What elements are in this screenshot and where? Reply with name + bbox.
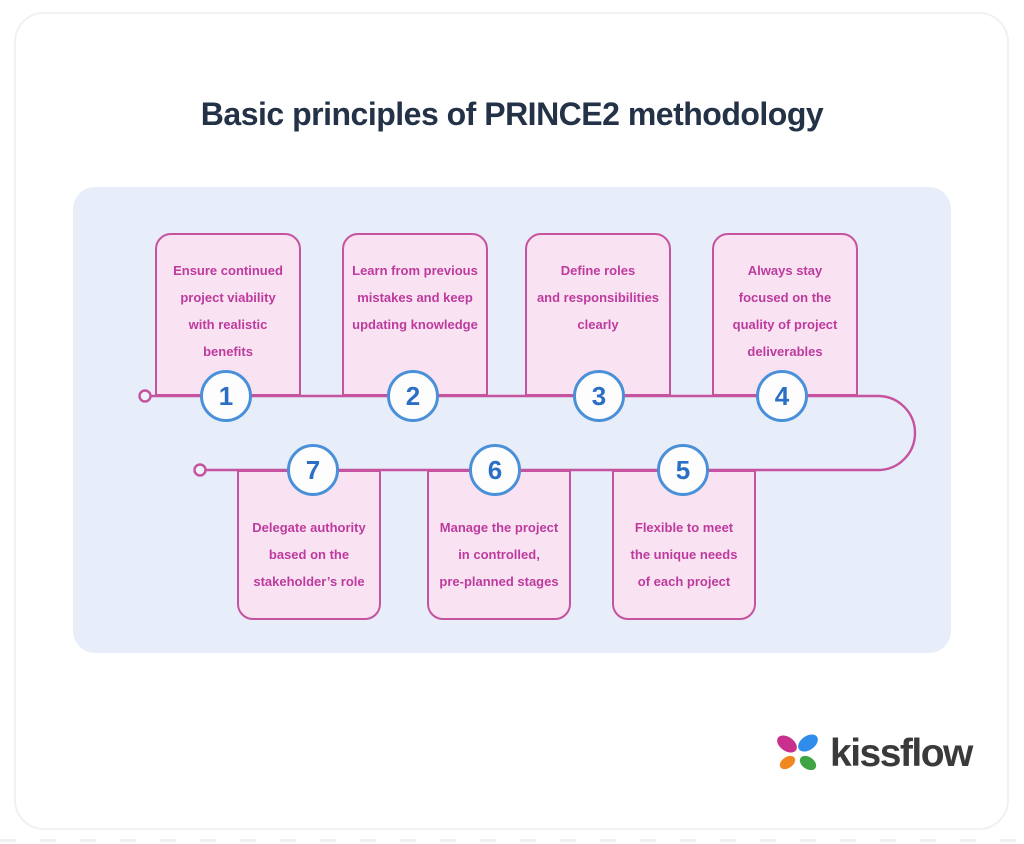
- principle-text-line: stakeholder’s role: [253, 574, 365, 589]
- principle-box-3: Define roles and responsibilities clearl…: [525, 233, 671, 396]
- principle-text-line: and responsibilities: [536, 290, 660, 305]
- principle-text-line: benefits: [203, 344, 253, 359]
- principle-text-line: mistakes and keep: [357, 290, 473, 305]
- principle-text-line: pre-planned stages: [439, 574, 559, 589]
- principle-text-line: Always stay: [747, 263, 823, 278]
- step-badge-2: 2: [387, 370, 439, 422]
- step-badge-3: 3: [573, 370, 625, 422]
- principle-text-line: with realistic: [188, 317, 268, 332]
- kissflow-logo-text: kissflow: [830, 732, 973, 775]
- principle-text-line: Ensure continued: [173, 263, 283, 278]
- step-badge-1: 1: [200, 370, 252, 422]
- kissflow-logo: kissflow: [773, 730, 986, 782]
- petal-top-right: [794, 730, 822, 756]
- line-start-ring-bottom: [193, 463, 207, 477]
- kissflow-petals-icon: [773, 730, 822, 778]
- principle-text-line: quality of project: [732, 317, 838, 332]
- line-start-ring-top: [138, 389, 152, 403]
- principle-text-line: based on the: [268, 547, 350, 562]
- principle-box-2: Learn from previous mistakes and keep up…: [342, 233, 488, 396]
- bottom-edge-pattern: [0, 839, 1024, 842]
- petal-bottom-right: [797, 752, 819, 774]
- principle-text-line: updating knowledge: [352, 317, 478, 332]
- principle-box-4: Always stay focused on the quality of pr…: [712, 233, 858, 396]
- step-badge-4: 4: [756, 370, 808, 422]
- principle-text-line: Manage the project: [439, 520, 559, 535]
- principle-text-line: project viability: [180, 290, 276, 305]
- step-badge-5: 5: [657, 444, 709, 496]
- page-title: Basic principles of PRINCE2 methodology: [200, 96, 824, 132]
- principle-box-1: Ensure continued project viability with …: [155, 233, 301, 396]
- principle-text-line: Learn from previous: [352, 263, 478, 278]
- step-badge-6: 6: [469, 444, 521, 496]
- flow-connector-line: [138, 389, 917, 477]
- principle-text-line: of each project: [637, 574, 731, 589]
- principle-text-line: Define roles: [560, 263, 636, 278]
- principle-text-line: in controlled,: [458, 547, 540, 562]
- principle-text-line: deliverables: [747, 344, 823, 359]
- principle-text-line: the unique needs: [630, 547, 738, 562]
- principle-text-line: Delegate authority: [252, 520, 366, 535]
- petal-bottom-left: [777, 753, 798, 772]
- step-badge-7: 7: [287, 444, 339, 496]
- principle-text-line: Flexible to meet: [634, 520, 734, 535]
- principle-text-line: focused on the: [738, 290, 832, 305]
- petal-top-left: [773, 731, 801, 757]
- principle-text-line: clearly: [577, 317, 619, 332]
- connector-path: [151, 394, 917, 472]
